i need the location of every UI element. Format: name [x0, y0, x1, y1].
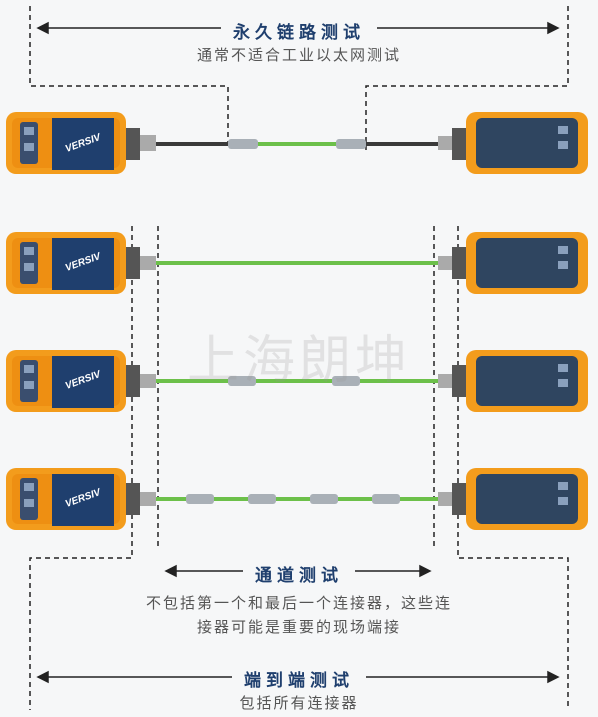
connector [310, 494, 338, 504]
remote-unit [438, 350, 588, 412]
connector [228, 376, 256, 386]
remote-unit [438, 112, 588, 174]
test-row [6, 468, 588, 530]
test-row [6, 232, 588, 294]
row-permanent-link [6, 112, 588, 174]
main-tester [6, 112, 156, 174]
connector [186, 494, 214, 504]
watermark: 上海朗坤 [186, 331, 411, 391]
connector [248, 494, 276, 504]
permanent-link-note: 通常不适合工业以太网测试 [196, 46, 401, 64]
connector [336, 139, 366, 149]
connector [372, 494, 400, 504]
permanent-link-boundary [29, 6, 569, 150]
test-row [6, 350, 588, 412]
channel-note-line2: 接器可能是重要的现场端接 [196, 618, 401, 636]
channel-title: 通道测试 [243, 566, 355, 586]
end-to-end-title: 端到端测试 [232, 671, 366, 691]
main-tester [6, 350, 156, 412]
channel-boundary [157, 226, 435, 550]
channel-note-line1: 不包括第一个和最后一个连接器，这些连 [145, 594, 452, 612]
permanent-link-title: 永久链路测试 [221, 23, 377, 43]
main-tester [6, 232, 156, 294]
connector [332, 376, 360, 386]
remote-unit [438, 232, 588, 294]
end-to-end-note: 包括所有连接器 [239, 694, 359, 712]
main-tester [6, 468, 156, 530]
remote-unit [438, 468, 588, 530]
connector [228, 139, 258, 149]
